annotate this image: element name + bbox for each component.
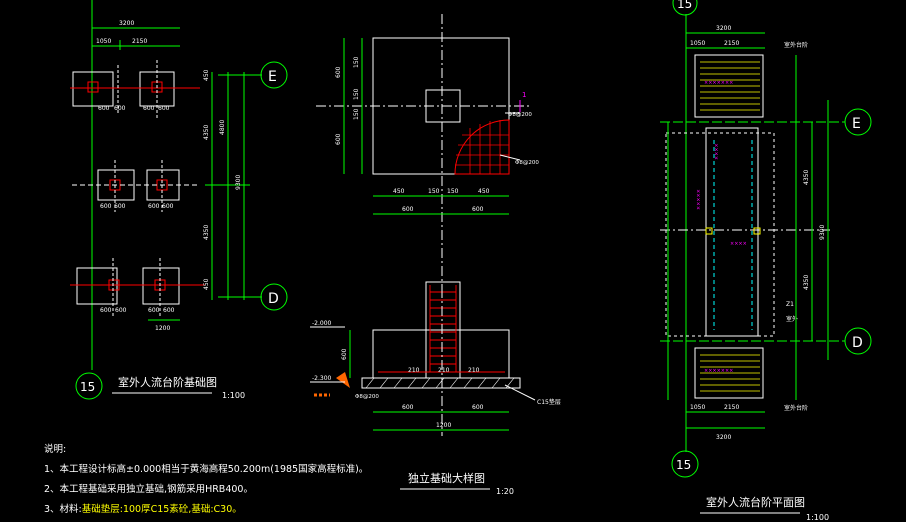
detail-dim-left-1: 600 [335,66,342,78]
detail-scale: 1:20 [496,487,514,496]
mid-ann-3: ×××× [730,241,747,247]
right-dim-top-a: 1050 [690,40,705,47]
rebar-label-2: Φ8@200 [508,112,532,118]
detail-dim-left-3: 150 [353,88,360,100]
footing-section: -2.000 -2.300 600 210 210 210 Φ8@200 C15… [310,281,561,436]
detail-dim-total: 1200 [436,422,451,429]
block-dim-1d: 600 [158,105,170,112]
right-axis-15-top: 15 [677,0,692,11]
left-dim-top-a: 1050 [96,38,111,45]
right-dim-r1: 4350 [803,170,810,185]
block-dim-1c: 600 [143,105,155,112]
left-dim-right-6: 450 [203,278,210,290]
block-dim-3d: 600 [163,307,175,314]
detail-dim-mid-1: 210 [408,367,420,374]
detail-dim-mid-3: 210 [468,367,480,374]
footing-row-1: 600 600 600 600 [70,60,200,118]
design-notes: 说明: 1、本工程设计标高±0.000相当于黄海高程50.200m(1985国家… [44,440,368,520]
elev-minus-2000: -2.000 [312,320,332,327]
detail-dim-left-4: 150 [353,108,360,120]
detail-dim-b5: 600 [402,206,414,213]
footing-row-2: 600 600 600 600 [72,160,200,212]
detail-dim-mid-2: 210 [438,367,450,374]
notes-line-3: 3、材料:基础垫层:100厚C15素砼,基础:C30。 [44,500,368,520]
block-dim-3c: 600 [148,307,160,314]
left-axis-d: D [268,291,279,307]
detail-dim-left-2: 150 [353,56,360,68]
notes-line-2: 2、本工程基础采用独立基础,钢筋采用HRB400。 [44,484,253,495]
notes-line-1: 1、本工程设计标高±0.000相当于黄海高程50.200m(1985国家高程标准… [44,464,369,475]
right-dim-bottom-total: 3200 [716,434,731,441]
right-plan-scale: 1:100 [806,513,829,522]
right-dim-top-b: 2150 [724,40,739,47]
left-plan-title: 室外人流台阶基础图 [118,375,217,389]
block-dim-3b: 600 [115,307,127,314]
footing-detail: Φ8@200 1 Φ8@200 600 150 150 150 600 450 … [310,14,561,496]
left-dim-top-total: 3200 [119,20,134,27]
rebar-quadrant: Φ8@200 [454,119,539,175]
detail-dim-b6: 600 [472,206,484,213]
detail-dim-left-5: 600 [335,133,342,145]
right-dim-top-total: 3200 [716,25,731,32]
c15-label: C15垫层 [537,398,561,406]
notes-line-3-prefix: 3、材料: [44,504,82,515]
right-dim-bottom-b: 2150 [724,404,739,411]
left-dim-right-2: 4350 [203,125,210,140]
block-dim-2a: 600 [100,203,112,210]
detail-dim-low-1: 600 [402,404,414,411]
detail-dim-b4: 450 [478,188,490,195]
detail-dim-low-2: 600 [472,404,484,411]
label-room: 室外 [786,315,798,323]
left-axis-e: E [268,69,277,85]
notes-line-3-highlight: 基础垫层:100厚C15素砼,基础:C30。 [81,504,242,515]
right-axis-15-bottom: 15 [676,458,691,472]
mid-ann-2: ××××× [696,189,702,210]
detail-dim-b3: 150 [447,188,459,195]
detail-title: 独立基础大样图 [408,471,485,485]
block-dim-2b: 600 [114,203,126,210]
block-dim-2d: 600 [162,203,174,210]
left-axis-15: 15 [80,380,95,394]
left-dim-right-5: 4350 [203,225,210,240]
notes-heading: 说明: [44,444,67,455]
right-dim-bottom-a: 1050 [690,404,705,411]
stairs-middle: ×××× ××××× ×××× Z1 室外 [665,127,798,337]
left-dim-right-3: 9300 [235,175,242,190]
left-foundation-plan: 3200 1050 2150 600 600 600 600 600 60 [70,0,288,400]
elev-minus-2300: -2.300 [312,375,332,382]
footing-row-3: 600 600 600 600 1200 [70,258,205,332]
rebar-label-1: Φ8@200 [515,160,539,166]
left-plan-scale: 1:100 [222,391,245,400]
stairs-bottom: ××××××× 室外台阶 [694,347,808,412]
stairs-top: ××××××× 室外台阶 [694,41,808,118]
left-dim-bottom: 1200 [155,325,170,332]
block-dim-2c: 600 [148,203,160,210]
left-dim-right-4: 4800 [219,120,226,135]
stair-label-top: 室外台阶 [784,41,808,49]
right-dim-r3: 4350 [803,275,810,290]
stair-label-bottom: 室外台阶 [784,404,808,412]
label-z1: Z1 [786,301,794,308]
right-axis-d: D [852,335,863,351]
block-dim-1a: 600 [98,105,110,112]
right-axis-e: E [852,116,861,132]
right-stair-plan: 15 15 E D 3200 1050 2150 ××××××× 室外台阶 [660,0,872,522]
left-dim-right-1: 450 [203,69,210,81]
detail-dim-b2: 150 [428,188,440,195]
stair-ann-2: ××××××× [704,368,733,374]
left-dim-top-b: 2150 [132,38,147,45]
rebar-label-3: Φ8@200 [355,394,379,400]
block-dim-1b: 600 [114,105,126,112]
block-dim-3a: 600 [100,307,112,314]
detail-dim-b1: 450 [393,188,405,195]
stair-ann-1: ××××××× [704,80,733,86]
right-dim-r2: 9300 [819,225,826,240]
section-mark: 1 [522,91,526,99]
detail-dim-600: 600 [341,348,348,360]
right-plan-title: 室外人流台阶平面图 [706,495,805,509]
mid-ann-1: ×××× [714,143,720,160]
